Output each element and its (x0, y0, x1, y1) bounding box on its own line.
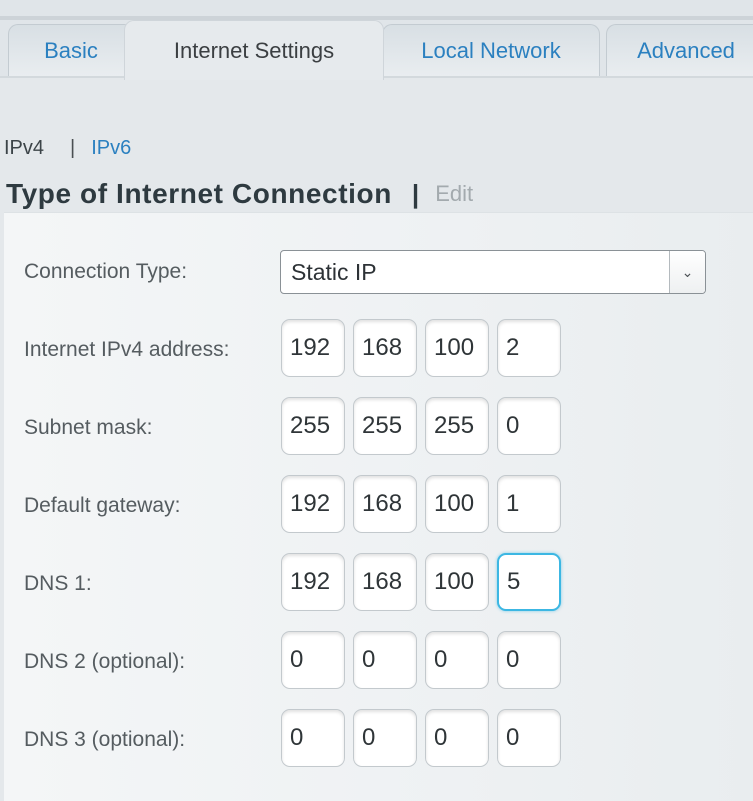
section-header: Type of Internet Connection | Edit (6, 177, 473, 211)
tab-internet-settings[interactable]: Internet Settings (124, 20, 384, 80)
dns2-octet-4[interactable]: 0 (497, 631, 561, 689)
dns2-label: DNS 2 (optional): (24, 650, 186, 673)
dns1-octet-1[interactable]: 192 (281, 553, 345, 611)
dns1-octet-3[interactable]: 100 (425, 553, 489, 611)
dns1-octet-4[interactable]: 5 (497, 553, 561, 611)
tab-advanced[interactable]: Advanced (606, 24, 753, 76)
dns3-label: DNS 3 (optional): (24, 728, 186, 751)
dns2-octet-1[interactable]: 0 (281, 631, 345, 689)
dns1-octet-2[interactable]: 168 (353, 553, 417, 611)
subnet-mask-octet-4[interactable]: 0 (497, 397, 561, 455)
subnet-mask-octet-1[interactable]: 255 (281, 397, 345, 455)
dns3-octet-4[interactable]: 0 (497, 709, 561, 767)
protocol-switcher: IPv4 | IPv6 (4, 135, 131, 161)
tab-local-network[interactable]: Local Network (382, 24, 600, 76)
ipv4-address-octet-4[interactable]: 2 (497, 319, 561, 377)
subnet-mask-octet-3[interactable]: 255 (425, 397, 489, 455)
dns3-octet-1[interactable]: 0 (281, 709, 345, 767)
default-gateway-octet-3[interactable]: 100 (425, 475, 489, 533)
dns3-octet-2[interactable]: 0 (353, 709, 417, 767)
default-gateway-label: Default gateway: (24, 494, 181, 517)
protocol-ipv6-link[interactable]: IPv6 (91, 136, 132, 159)
dns2-octet-3[interactable]: 0 (425, 631, 489, 689)
subnet-mask-octet-2[interactable]: 255 (353, 397, 417, 455)
default-gateway-octet-4[interactable]: 1 (497, 475, 561, 533)
tab-bar: Basic Local Network Advanced Internet Se… (0, 0, 753, 80)
default-gateway-octet-1[interactable]: 192 (281, 475, 345, 533)
subnet-mask-label: Subnet mask: (24, 416, 153, 439)
dns3-octet-3[interactable]: 0 (425, 709, 489, 767)
connection-type-select[interactable]: Static IP ⌄ (280, 250, 706, 294)
default-gateway-octet-2[interactable]: 168 (353, 475, 417, 533)
protocol-ipv4: IPv4 (4, 136, 45, 159)
ipv4-address-octet-1[interactable]: 192 (281, 319, 345, 377)
protocol-separator: | (70, 136, 76, 159)
chevron-down-icon[interactable]: ⌄ (669, 251, 705, 293)
ipv4-address-octet-3[interactable]: 100 (425, 319, 489, 377)
tab-basic[interactable]: Basic (8, 24, 134, 76)
section-separator: | (411, 178, 420, 209)
ipv4-address-octet-2[interactable]: 168 (353, 319, 417, 377)
dns1-label: DNS 1: (24, 572, 92, 595)
section-title: Type of Internet Connection (6, 178, 392, 209)
edit-link[interactable]: Edit (435, 181, 474, 206)
tab-bar-top-line (0, 16, 753, 20)
connection-type-value: Static IP (291, 258, 377, 285)
ipv4-address-label: Internet IPv4 address: (24, 338, 230, 361)
connection-type-label: Connection Type: (24, 260, 188, 283)
dns2-octet-2[interactable]: 0 (353, 631, 417, 689)
